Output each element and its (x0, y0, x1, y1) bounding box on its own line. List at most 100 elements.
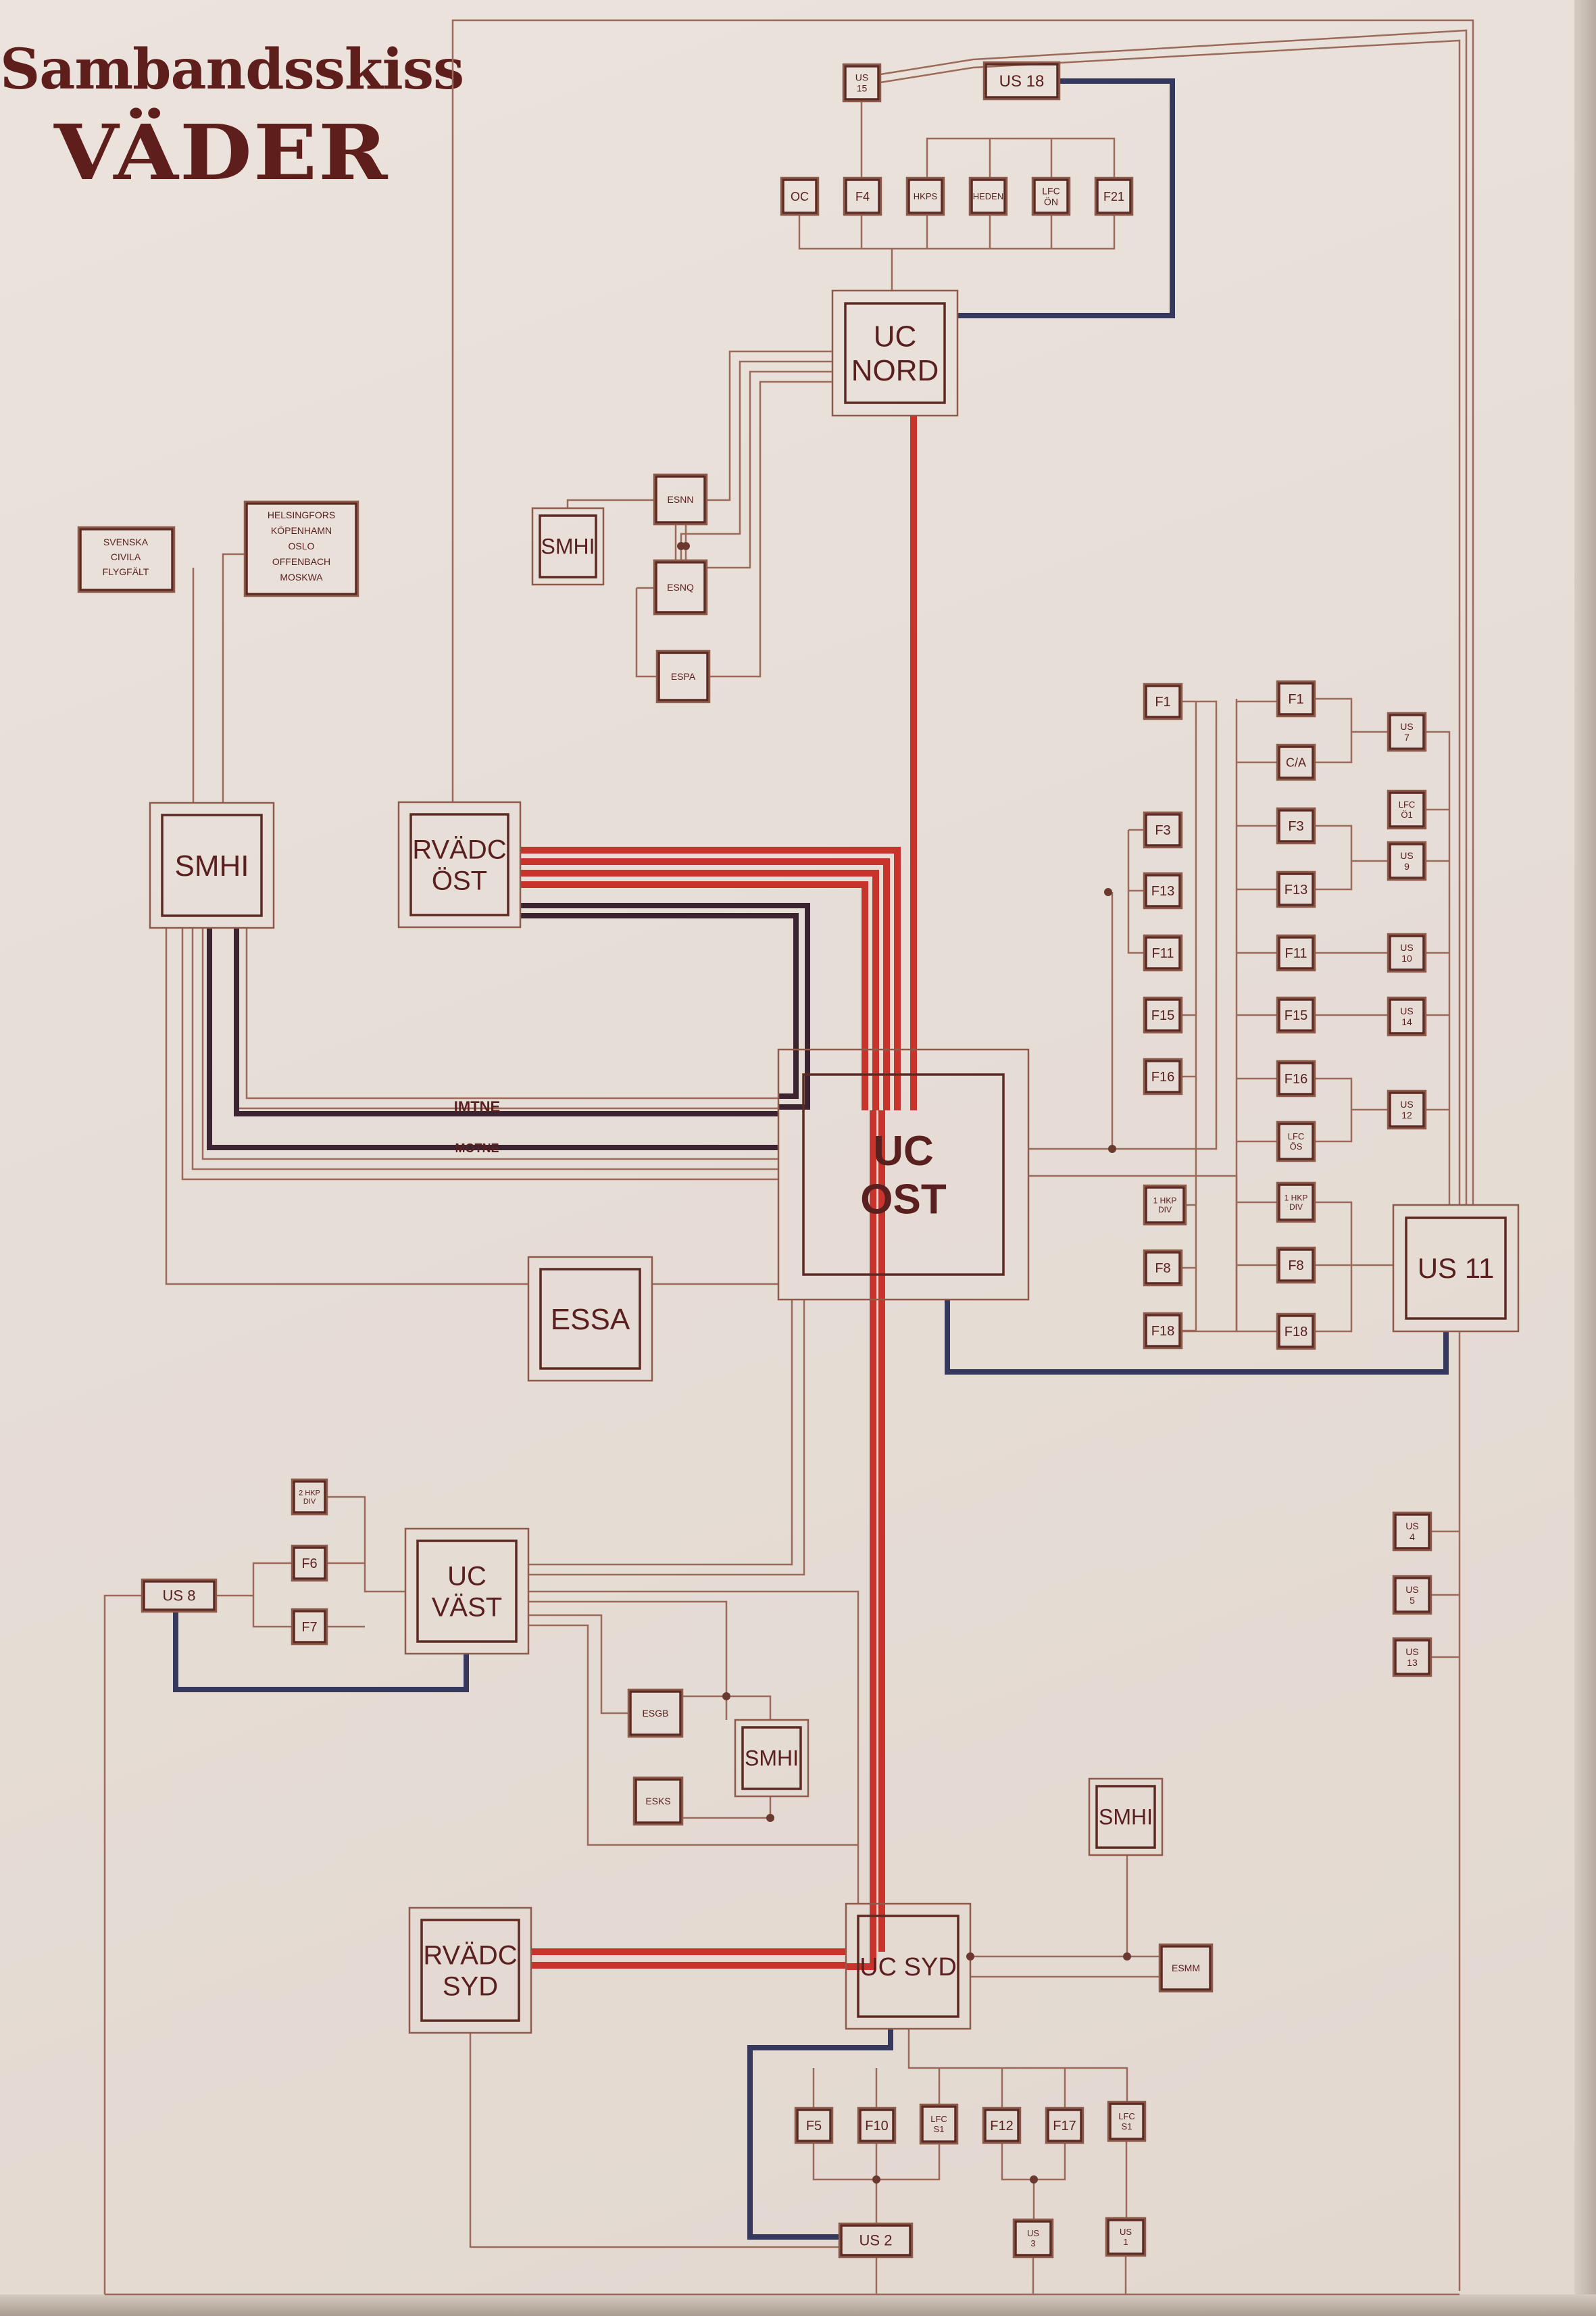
note-foreign-line-3: OSLO (289, 541, 315, 551)
box-hkps: HKPS (905, 176, 945, 216)
label-lfc-s1a-2: S1 (934, 2124, 945, 2134)
thin-line-1 (451, 19, 1474, 1205)
box-us8: US 8 (141, 1578, 218, 1613)
thin-line-29 (201, 928, 778, 1160)
box-f6: F6 (291, 1544, 328, 1582)
label-l-f11: F11 (1152, 946, 1174, 961)
trunk-line-4 (520, 870, 879, 1110)
trunk-line-2 (520, 847, 901, 1110)
label-r-f15: F15 (1285, 1008, 1307, 1023)
label-l-f8: F8 (1155, 1261, 1170, 1276)
junction-dot-10 (1030, 2175, 1038, 2184)
label-us13-1: US (1405, 1646, 1418, 1657)
thin-line-17 (709, 380, 832, 678)
box-l-f13: F13 (1143, 872, 1183, 910)
trunk-line-3 (520, 858, 890, 1110)
trunk-line-7 (520, 913, 799, 1099)
label-lfc-o1-2: Ö1 (1401, 810, 1412, 820)
line-label-imtne: IMTNE (454, 1098, 500, 1115)
label-r-f16: F16 (1285, 1072, 1307, 1087)
thin-line-66 (1426, 731, 1451, 1205)
box-r-f18: F18 (1276, 1312, 1316, 1350)
junction-dot-9 (872, 2175, 880, 2184)
thin-connections (103, 19, 1474, 2296)
label-smhi-main: SMHI (175, 849, 249, 883)
junction-dot-7 (1123, 1952, 1131, 1961)
label-uc-vast-2: VÄST (432, 1593, 502, 1623)
thin-line-58 (1315, 824, 1353, 891)
diagram-title: Sambandsskiss VÄDER (0, 37, 473, 197)
junction-dot-6 (766, 1814, 774, 1822)
thin-line-94 (907, 2029, 1128, 2102)
label-f7: F7 (301, 1620, 317, 1635)
box-f12: F12 (982, 2106, 1022, 2144)
box-oc: OC (780, 176, 820, 216)
label-lfc-s1b-2: S1 (1122, 2121, 1132, 2132)
thin-line-31 (245, 928, 778, 1100)
label-us9-1: US (1400, 850, 1413, 861)
box-r-f11: F11 (1276, 934, 1316, 972)
trunk-line-5 (520, 881, 868, 1110)
box-us9: US9 (1387, 841, 1427, 881)
label-us2: US 2 (859, 2232, 893, 2249)
thin-line-44 (1237, 699, 1278, 703)
junction-dots (677, 542, 1131, 2184)
thin-line-28 (191, 928, 778, 1171)
label-us7-1: US (1400, 721, 1413, 732)
thin-line-82 (682, 1695, 772, 1720)
label-us14-1: US (1400, 1006, 1413, 1016)
junction-dot-5 (722, 1692, 730, 1700)
label-us3-1: US (1027, 2228, 1039, 2238)
trunk-line-10 (846, 1110, 876, 1970)
note-domestic-line-2: CIVILA (111, 551, 141, 562)
sheet-edge-bottom (0, 2294, 1596, 2316)
label-smhi-nord: SMHI (541, 535, 595, 559)
label-l-f16: F16 (1151, 1070, 1174, 1085)
thin-line-35 (1127, 830, 1144, 954)
box-smhi-main: SMHI (149, 802, 275, 929)
thin-line-89 (103, 1594, 142, 2294)
label-uc-syd: UC SYD (859, 1953, 957, 1981)
label-r-f1: F1 (1288, 692, 1303, 707)
box-essa: ESSA (527, 1256, 653, 1382)
label-lfc-o1-1: LFC (1399, 799, 1416, 810)
thin-line-84 (327, 1496, 405, 1593)
box-us4: US4 (1392, 1511, 1432, 1552)
label-oc: OC (791, 190, 809, 203)
label-us5-2: 5 (1410, 1595, 1415, 1606)
note-foreign-line-4: OFFENBACH (272, 556, 330, 567)
box-r-f15: F15 (1276, 996, 1316, 1034)
trunk-line-6 (520, 903, 810, 1110)
label-us7-2: 7 (1404, 732, 1410, 743)
label-l-f13: F13 (1151, 884, 1174, 899)
thin-line-5 (926, 137, 1116, 178)
label-uc-nord-2: NORD (851, 354, 939, 387)
box-l-f15: F15 (1143, 996, 1183, 1034)
note-foreign-line-1: HELSINGFORS (268, 510, 335, 520)
label-lfc-on-2: ÖN (1044, 195, 1058, 207)
label-esgb: ESGB (643, 1708, 669, 1719)
note-domestic-line-1: SVENSKA (103, 537, 149, 547)
label-uc-vast-1: UC (447, 1562, 487, 1592)
trunk-line-14 (957, 78, 1175, 318)
box-us5: US5 (1392, 1575, 1432, 1615)
box-us18: US 18 (982, 61, 1061, 101)
thin-line-24 (222, 553, 245, 803)
box-esmm: ESMM (1158, 1943, 1214, 1993)
box-esnq: ESNQ (653, 559, 708, 616)
box-l-f11: F11 (1143, 934, 1183, 972)
trunk-line-9 (207, 928, 778, 1150)
thin-line-14 (707, 350, 832, 501)
label-r-1hkp-2: DIV (1289, 1202, 1303, 1212)
box-us2: US 2 (838, 2222, 914, 2259)
box-us7: US7 (1387, 712, 1427, 752)
box-f17: F17 (1045, 2106, 1084, 2144)
label-r-lfc-os-2: ÖS (1290, 1141, 1303, 1152)
label-l-1hkp-2: DIV (1158, 1205, 1172, 1214)
